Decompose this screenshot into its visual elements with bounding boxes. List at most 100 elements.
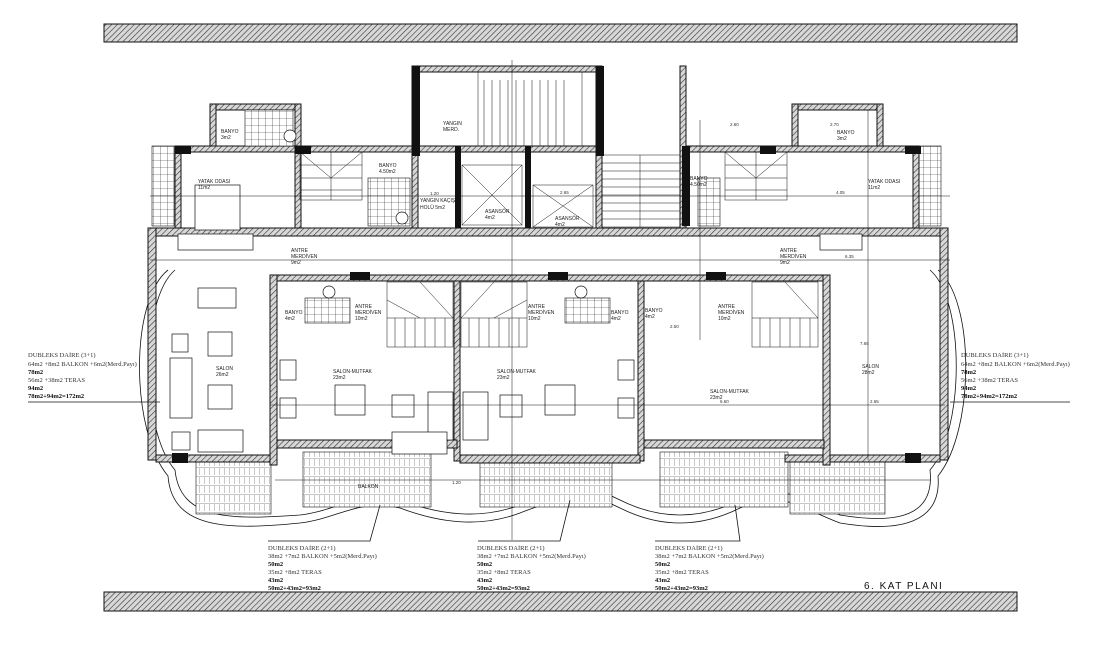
svg-text:YATAK ODASI: YATAK ODASI <box>198 179 230 185</box>
svg-text:11m2: 11m2 <box>198 185 210 191</box>
svg-text:9m2: 9m2 <box>780 260 790 266</box>
dimension-labels: 2.60 2.70 4.05 6.35 2.65 7.65 2.50 6.60 … <box>452 122 879 485</box>
bath-tiles-5 <box>697 177 721 227</box>
svg-text:SALON-MUTFAK: SALON-MUTFAK <box>333 369 373 375</box>
svg-text:BANYO: BANYO <box>221 129 239 135</box>
svg-text:BALKON: BALKON <box>358 484 379 490</box>
annotation-left: DUBLEKS DAİRE (3+1) 64m2 +8m2 BALKON +6m… <box>28 352 137 400</box>
svg-text:56m2 +38m2 TERAS: 56m2 +38m2 TERAS <box>961 377 1018 384</box>
svg-text:78m2: 78m2 <box>961 369 976 376</box>
annotation-bottom-1: DUBLEKS DAİRE (2+1) 38m2 +7m2 BALKON +5m… <box>268 545 377 592</box>
svg-text:43m2: 43m2 <box>655 577 670 584</box>
svg-text:6.35: 6.35 <box>845 254 854 259</box>
balcony-side-right <box>918 145 942 227</box>
svg-text:10m2: 10m2 <box>718 316 731 322</box>
svg-text:23m2: 23m2 <box>333 375 346 381</box>
svg-text:HOLÜ 5m2: HOLÜ 5m2 <box>420 204 445 211</box>
svg-text:4m2: 4m2 <box>485 215 495 221</box>
svg-text:94m2: 94m2 <box>28 385 43 392</box>
svg-text:MERDİVEN: MERDİVEN <box>718 309 745 316</box>
svg-text:35m2 +8m2 TERAS: 35m2 +8m2 TERAS <box>268 569 322 576</box>
bath-tiles-4 <box>564 297 611 324</box>
svg-text:78m2+94m2=172m2: 78m2+94m2=172m2 <box>961 393 1017 400</box>
svg-text:94m2: 94m2 <box>961 385 976 392</box>
svg-text:DUBLEKS DAİRE (2+1): DUBLEKS DAİRE (2+1) <box>477 545 545 552</box>
svg-text:50m2+43m2=93m2: 50m2+43m2=93m2 <box>655 585 708 592</box>
svg-text:ANTRE: ANTRE <box>291 248 309 254</box>
svg-text:50m2+43m2=93m2: 50m2+43m2=93m2 <box>477 585 530 592</box>
svg-text:SALON-MUTFAK: SALON-MUTFAK <box>497 369 537 375</box>
svg-text:BANYO: BANYO <box>837 130 855 136</box>
svg-text:28m2: 28m2 <box>862 370 875 376</box>
svg-text:3m2: 3m2 <box>221 135 231 141</box>
balcony-side-left <box>151 145 175 227</box>
svg-text:ANTRE: ANTRE <box>355 304 373 310</box>
svg-text:MERDİVEN: MERDİVEN <box>528 309 555 316</box>
svg-text:MERDİVEN: MERDİVEN <box>355 309 382 316</box>
svg-text:DUBLEKS DAİRE (3+1): DUBLEKS DAİRE (3+1) <box>28 352 96 359</box>
furniture <box>169 129 863 455</box>
svg-text:YANGIN: YANGIN <box>443 121 462 127</box>
svg-text:2.60: 2.60 <box>730 122 739 127</box>
terrace-right <box>789 461 886 515</box>
bath-tiles-1 <box>244 109 294 147</box>
leader-lines <box>28 401 1070 542</box>
svg-text:SALON-MUTFAK: SALON-MUTFAK <box>710 389 750 395</box>
svg-text:50m2: 50m2 <box>477 561 492 568</box>
top-border-bar <box>103 23 1018 43</box>
svg-text:26m2: 26m2 <box>216 372 229 378</box>
svg-text:1.20: 1.20 <box>430 191 439 196</box>
annotation-bottom-2: DUBLEKS DAİRE (2+1) 38m2 +7m2 BALKON +5m… <box>477 545 586 592</box>
svg-text:64m2 +8m2 BALKON +6m2(Merd.Pay: 64m2 +8m2 BALKON +6m2(Merd.Payı) <box>28 361 137 368</box>
svg-text:4.50m2: 4.50m2 <box>690 182 707 188</box>
svg-text:23m2: 23m2 <box>710 395 723 401</box>
svg-text:38m2 +7m2 BALKON +5m2(Merd.Pay: 38m2 +7m2 BALKON +5m2(Merd.Payı) <box>477 553 586 560</box>
plan-title: 6. KAT PLANI <box>864 581 943 592</box>
svg-text:64m2 +8m2 BALKON +6m2(Merd.Pay: 64m2 +8m2 BALKON +6m2(Merd.Payı) <box>961 361 1070 368</box>
svg-text:50m2+43m2=93m2: 50m2+43m2=93m2 <box>268 585 321 592</box>
bath-tiles-3 <box>304 297 351 324</box>
svg-text:ANTRE: ANTRE <box>718 304 736 310</box>
svg-text:BANYO: BANYO <box>611 310 629 316</box>
svg-text:35m2 +8m2 TERAS: 35m2 +8m2 TERAS <box>655 569 709 576</box>
terrace-2 <box>479 461 613 508</box>
annotation-right: DUBLEKS DAİRE (3+1) 64m2 +8m2 BALKON +6m… <box>961 352 1070 400</box>
svg-text:11m2: 11m2 <box>868 185 880 191</box>
svg-text:BANYO: BANYO <box>285 310 303 316</box>
svg-text:MERDİVEN: MERDİVEN <box>780 253 807 260</box>
svg-text:50m2: 50m2 <box>268 561 283 568</box>
svg-text:ASANSÖR: ASANSÖR <box>485 208 510 215</box>
svg-text:DUBLEKS DAİRE (2+1): DUBLEKS DAİRE (2+1) <box>268 545 336 552</box>
svg-text:4m2: 4m2 <box>555 222 565 228</box>
svg-text:SALON: SALON <box>216 366 233 372</box>
svg-text:35m2 +8m2 TERAS: 35m2 +8m2 TERAS <box>477 569 531 576</box>
svg-text:43m2: 43m2 <box>477 577 492 584</box>
svg-text:BANYO: BANYO <box>379 163 397 169</box>
svg-text:2.70: 2.70 <box>830 122 839 127</box>
svg-text:7.65: 7.65 <box>860 341 869 346</box>
svg-text:38m2 +7m2 BALKON +5m2(Merd.Pay: 38m2 +7m2 BALKON +5m2(Merd.Payı) <box>268 553 377 560</box>
svg-text:DUBLEKS DAİRE (2+1): DUBLEKS DAİRE (2+1) <box>655 545 723 552</box>
svg-text:38m2 +7m2 BALKON +5m2(Merd.Pay: 38m2 +7m2 BALKON +5m2(Merd.Payı) <box>655 553 764 560</box>
svg-text:BANYO: BANYO <box>645 308 663 314</box>
svg-text:78m2+94m2=172m2: 78m2+94m2=172m2 <box>28 393 84 400</box>
svg-text:4m2: 4m2 <box>285 316 295 322</box>
svg-text:43m2: 43m2 <box>268 577 283 584</box>
svg-text:10m2: 10m2 <box>355 316 368 322</box>
svg-text:4m2: 4m2 <box>645 314 655 320</box>
svg-text:MERD.: MERD. <box>443 127 459 133</box>
svg-text:4.50m2: 4.50m2 <box>379 169 396 175</box>
svg-text:6.60: 6.60 <box>720 399 729 404</box>
svg-text:SALON: SALON <box>862 364 879 370</box>
terrace-3 <box>659 451 789 508</box>
svg-text:4.05: 4.05 <box>836 190 845 195</box>
terrace-1 <box>302 451 432 508</box>
svg-text:ASANSÖR: ASANSÖR <box>555 215 580 222</box>
svg-text:1.20: 1.20 <box>452 480 461 485</box>
svg-text:2.65: 2.65 <box>560 190 569 195</box>
svg-text:56m2 +38m2 TERAS: 56m2 +38m2 TERAS <box>28 377 85 384</box>
svg-text:ANTRE: ANTRE <box>528 304 546 310</box>
columns <box>172 66 921 463</box>
svg-text:DUBLEKS DAİRE (3+1): DUBLEKS DAİRE (3+1) <box>961 352 1029 359</box>
